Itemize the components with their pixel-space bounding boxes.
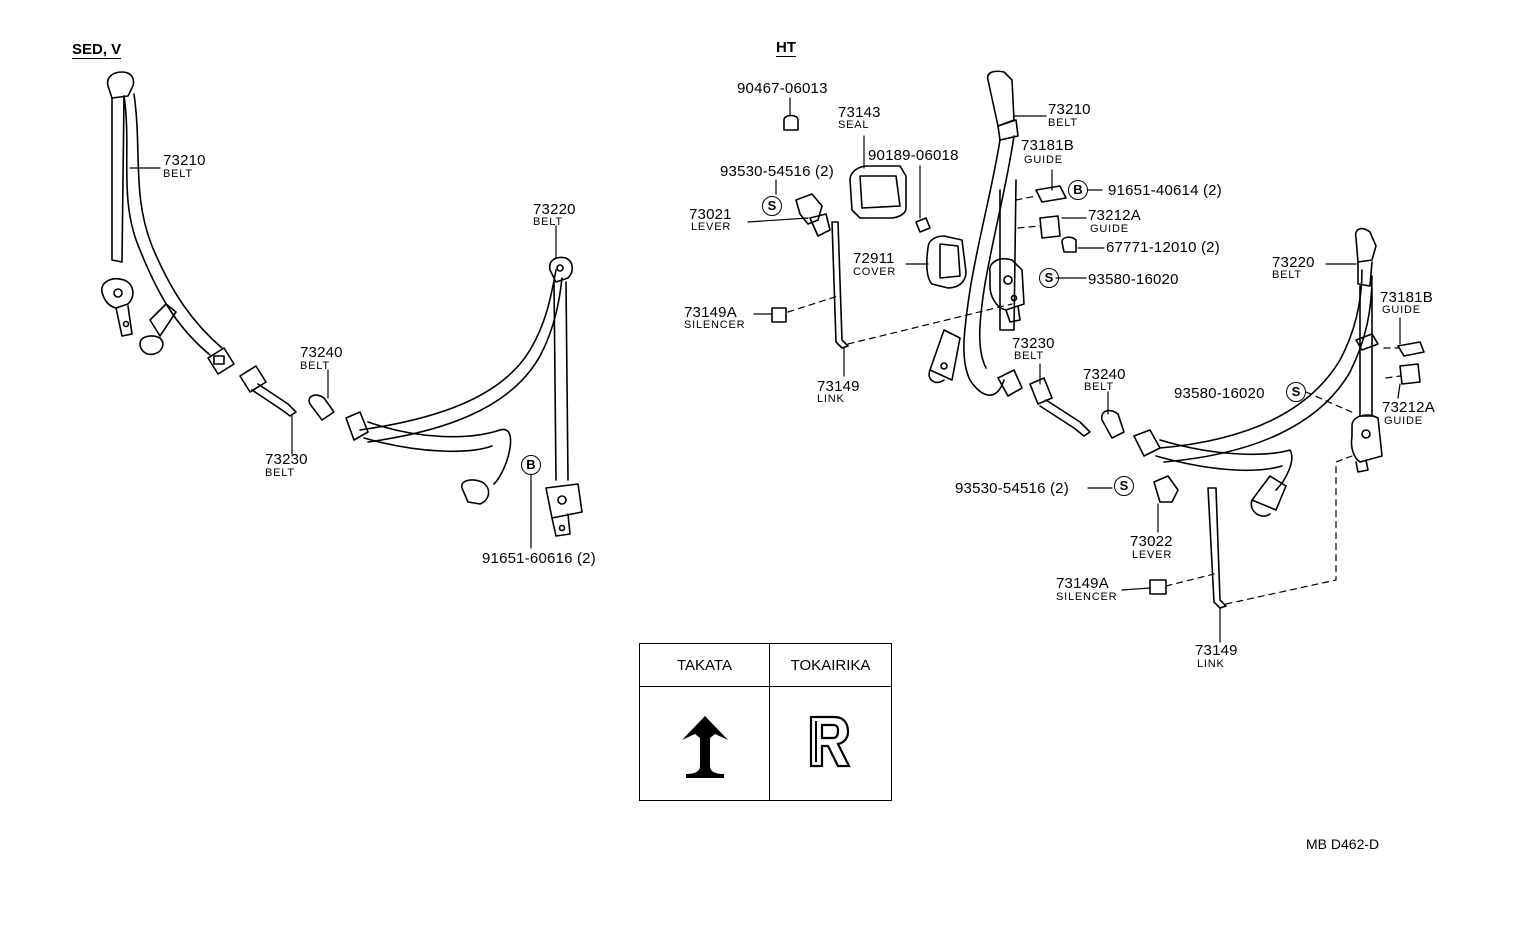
ht-guides-right — [1355, 333, 1425, 385]
label-93580-16020-top: 93580-16020 — [1088, 271, 1179, 288]
left-vertical-belt — [553, 281, 569, 481]
label-73240-number: 73240 — [300, 344, 343, 361]
circled-b-left: B — [521, 455, 541, 475]
diagram-code: MB D462-D — [1306, 836, 1380, 852]
label-72911-desc: COVER — [853, 266, 897, 278]
label-73240-ht-number: 73240 — [1083, 366, 1126, 383]
label-90189-06018: 90189-06018 — [868, 147, 959, 164]
label-73240-ht-desc: BELT — [1084, 381, 1114, 393]
label-93530-54516-bottom: 93530-54516 (2) — [955, 480, 1069, 497]
label-73149-bottom-desc: LINK — [1197, 658, 1225, 670]
label-73149a-top-desc: SILENCER — [684, 319, 746, 331]
label-73149-top-number: 73149 — [817, 378, 860, 395]
label-73149a-top-number: 73149A — [684, 304, 737, 321]
legend-header-tokairika: TOKAIRIKA — [770, 644, 891, 687]
label-73149-bottom-number: 73149 — [1195, 642, 1238, 659]
label-73230-ht-number: 73230 — [1012, 335, 1055, 352]
label-73212a-right-number: 73212A — [1382, 399, 1435, 416]
label-73021-number: 73021 — [689, 206, 732, 223]
label-90467-06013: 90467-06013 — [737, 80, 828, 97]
label-73210-desc: BELT — [163, 168, 193, 180]
label-73212a-center-desc: GUIDE — [1090, 223, 1129, 235]
label-73230-desc: BELT — [265, 467, 295, 479]
section-title-ht: HT — [776, 39, 796, 57]
ht-shoulder-belt — [963, 70, 1019, 396]
label-73022-number: 73022 — [1130, 533, 1173, 550]
circled-s-right: S — [1286, 382, 1306, 402]
ht-buckle-tongue — [997, 369, 1091, 437]
circled-s-lever: S — [762, 196, 782, 216]
left-leader-lines — [129, 167, 557, 549]
takata-logo-icon — [682, 716, 728, 778]
label-73149-top-desc: LINK — [817, 393, 845, 405]
label-73212a-center-number: 73212A — [1088, 207, 1141, 224]
ht-floor-retractor — [1350, 414, 1383, 473]
label-73210-number: 73210 — [163, 152, 206, 169]
manufacturer-legend: TAKATA TOKAIRIKA — [639, 643, 892, 801]
section-title-sed-v: SED, V — [72, 41, 122, 59]
label-73210-ht-desc: BELT — [1048, 117, 1078, 129]
ht-lever-seal-cover — [783, 114, 967, 289]
label-93530-54516-top: 93530-54516 (2) — [720, 163, 834, 180]
label-73220-number: 73220 — [533, 201, 576, 218]
label-73149a-bottom-number: 73149A — [1056, 575, 1109, 592]
label-73220-desc: BELT — [533, 216, 563, 228]
ht-dashed-lines — [787, 195, 1401, 605]
ht-retractor — [989, 257, 1025, 323]
left-buckle-tongue — [207, 347, 297, 417]
ht-anchor-plate — [928, 329, 961, 384]
label-73220-ht-number: 73220 — [1272, 254, 1315, 271]
legend-header-takata: TAKATA — [640, 644, 769, 687]
label-73212a-right-desc: GUIDE — [1384, 415, 1423, 427]
label-73181b-center-number: 73181B — [1021, 137, 1074, 154]
label-73021-desc: LEVER — [691, 221, 732, 233]
label-73210-ht-number: 73210 — [1048, 101, 1091, 118]
left-shoulder-belt — [106, 71, 223, 356]
left-floor-retractor — [545, 483, 583, 537]
ht-links — [771, 221, 1227, 609]
label-73149a-bottom-desc: SILENCER — [1056, 591, 1118, 603]
label-93580-16020-right: 93580-16020 — [1174, 385, 1265, 402]
label-67771-12010: 67771-12010 (2) — [1106, 239, 1220, 256]
label-91651-40614: 91651-40614 (2) — [1108, 182, 1222, 199]
label-73181b-center-desc: GUIDE — [1024, 154, 1063, 166]
label-73220-ht-desc: BELT — [1272, 269, 1302, 281]
label-73181b-right-desc: GUIDE — [1382, 304, 1421, 316]
circled-s-lever-bottom: S — [1114, 476, 1134, 496]
label-73240-desc: BELT — [300, 360, 330, 372]
left-retractor — [101, 277, 134, 337]
left-lap-belt — [308, 269, 563, 505]
label-91651-60616: 91651-60616 (2) — [482, 550, 596, 567]
label-73143-number: 73143 — [838, 104, 881, 121]
label-73230-number: 73230 — [265, 451, 308, 468]
legend-column-takata: TAKATA — [640, 644, 770, 800]
label-73143-desc: SEAL — [838, 119, 870, 131]
label-73230-ht-desc: BELT — [1014, 350, 1044, 362]
legend-column-tokairika: TOKAIRIKA — [770, 644, 891, 800]
label-72911-number: 72911 — [853, 250, 895, 267]
ht-lap-belt — [1100, 269, 1373, 517]
left-anchor-sleeve — [139, 303, 177, 356]
left-upper-anchor — [548, 256, 574, 283]
tokairika-logo-icon — [809, 715, 851, 768]
label-73022-desc: LEVER — [1132, 549, 1173, 561]
ht-upper-anchor — [1354, 227, 1377, 417]
circled-s-retractor: S — [1039, 268, 1059, 288]
circled-b-ht: B — [1068, 180, 1088, 200]
ht-leader-lines — [747, 97, 1401, 643]
label-73181b-right-number: 73181B — [1380, 289, 1433, 306]
